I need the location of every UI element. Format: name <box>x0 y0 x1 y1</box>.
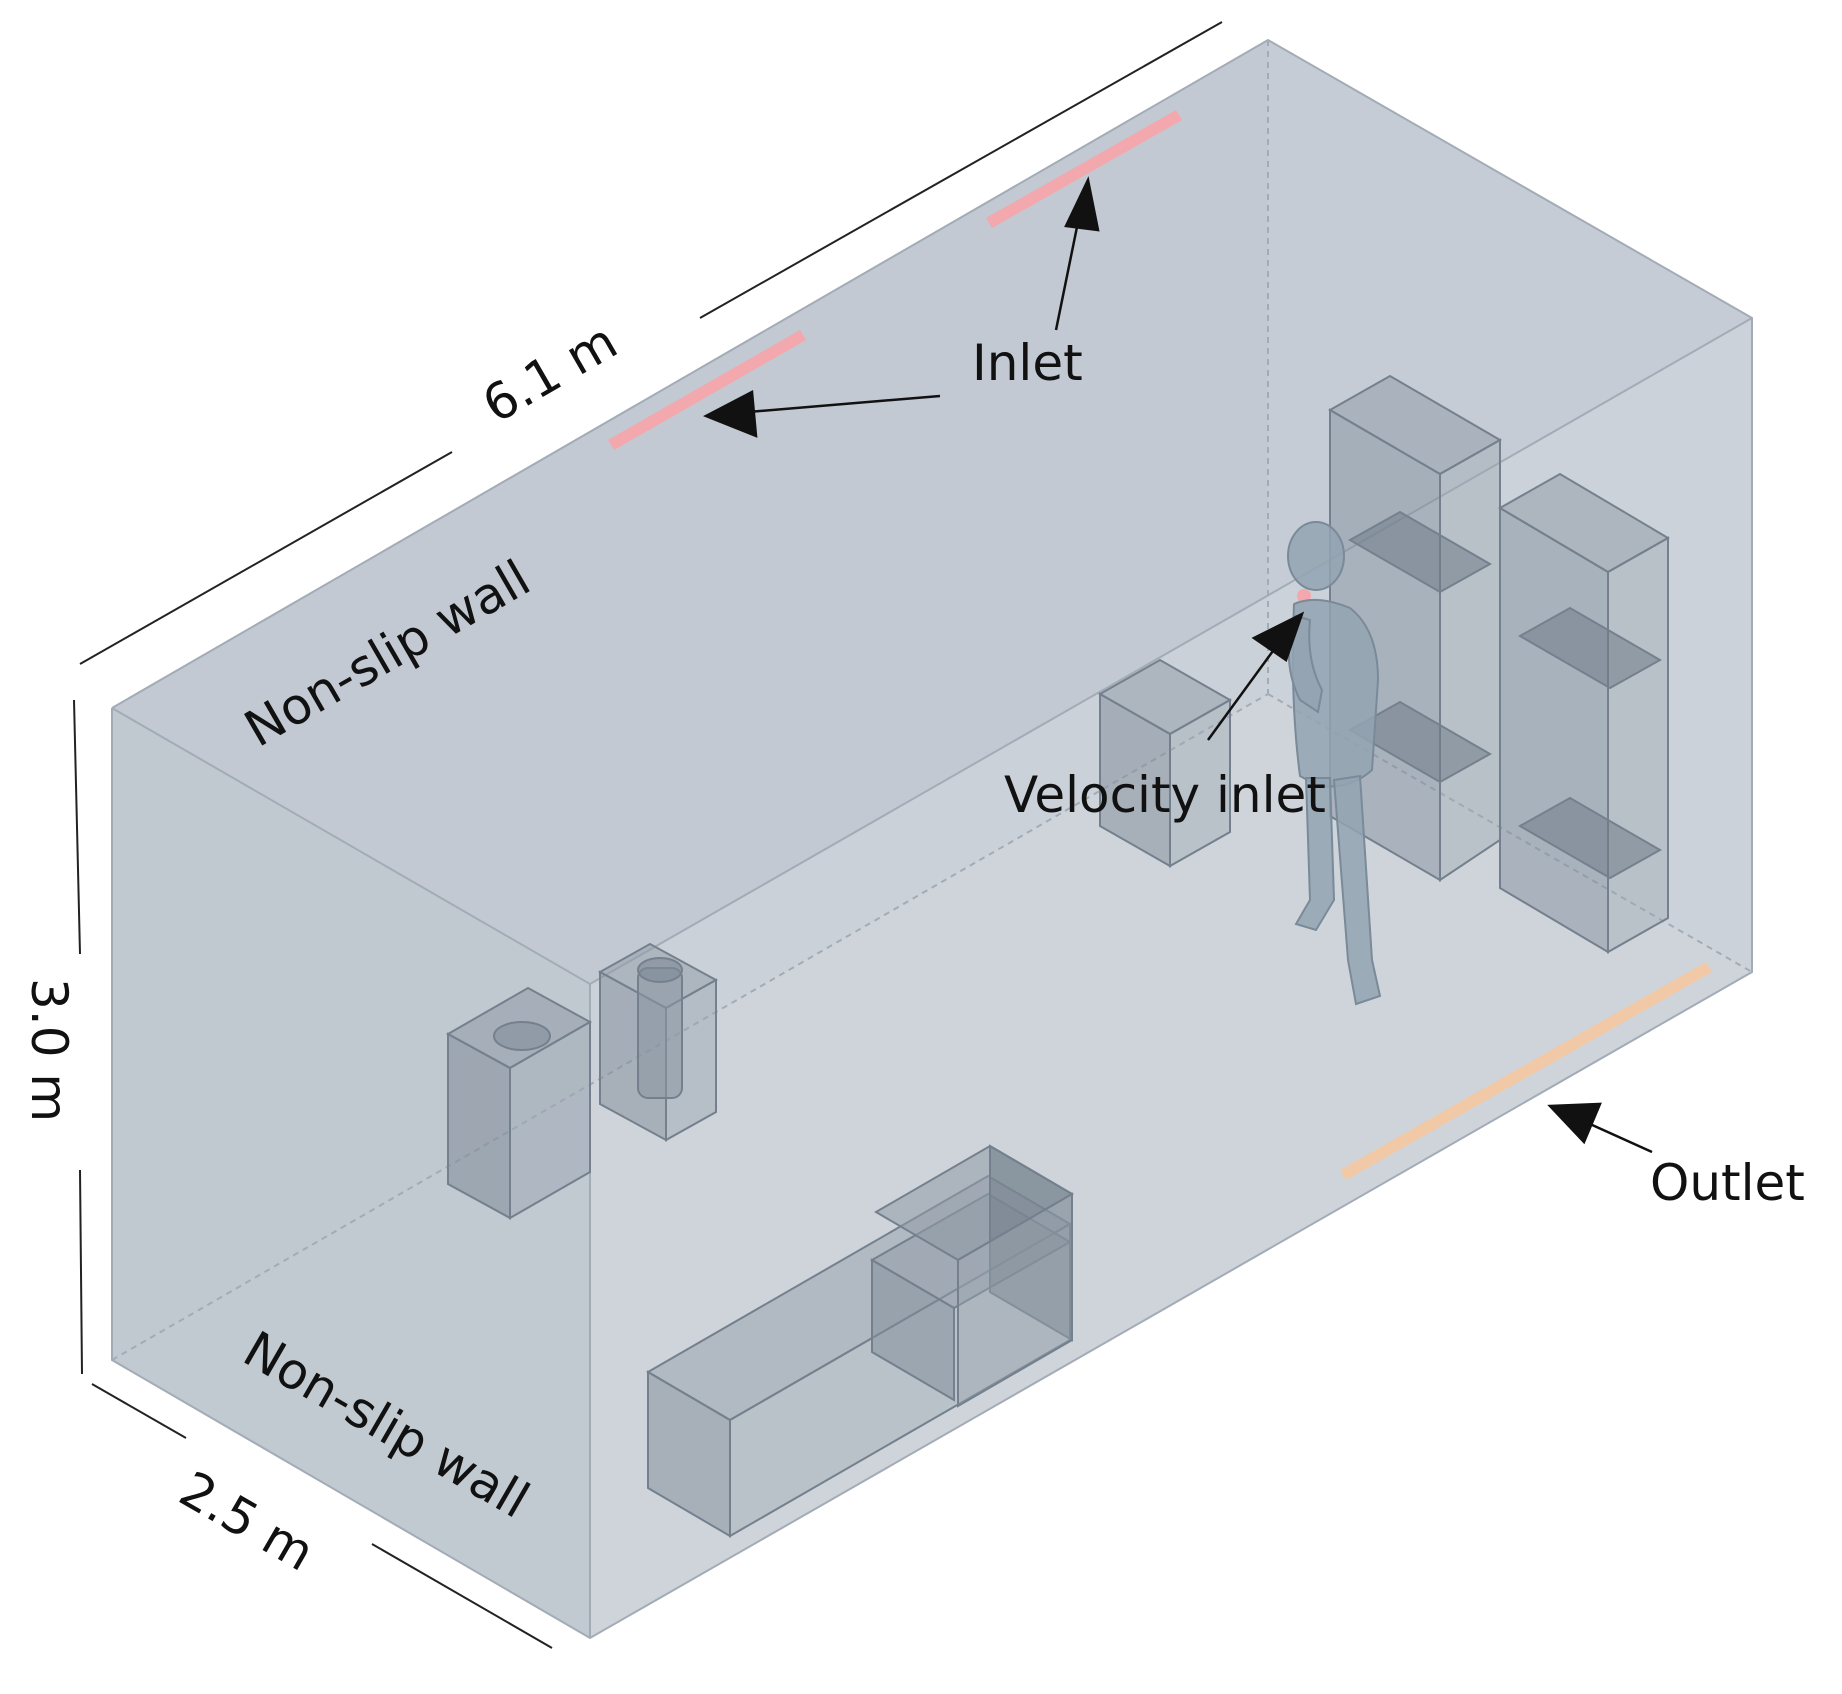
dim-label-width: 2.5 m <box>170 1460 324 1582</box>
label-velocity-inlet: Velocity inlet <box>1004 766 1326 824</box>
room-front-wall <box>112 708 590 1638</box>
ceiling-inlets <box>608 110 1182 450</box>
arrow-outlet-shaft <box>1589 1122 1653 1154</box>
dim-line-length-a <box>79 451 453 665</box>
basin-cabinet <box>445 986 593 1220</box>
side-cabinet <box>1097 658 1233 868</box>
arrow-velocity-shaft <box>1206 643 1280 741</box>
dim-label-length: 6.1 m <box>473 312 627 434</box>
inlet-vent-2 <box>986 110 1182 228</box>
arrow-outlet-head <box>1547 1102 1602 1145</box>
person-leg-left <box>1294 777 1336 932</box>
person-head <box>1287 521 1345 591</box>
dim-line-height-b <box>79 1169 83 1375</box>
dimension-lines <box>73 21 1223 1649</box>
dim-line-width-b <box>371 1543 553 1649</box>
cylinder <box>637 967 683 1099</box>
label-inlet: Inlet <box>972 334 1083 392</box>
dim-line-length-b <box>699 21 1223 319</box>
desk-unit <box>646 1144 1074 1538</box>
inlet-vent-1 <box>608 330 806 450</box>
human-figure <box>1287 521 1382 1006</box>
person-leg-right <box>1332 774 1382 1006</box>
room-edge-floor-left <box>111 693 1269 1361</box>
label-outlet: Outlet <box>1650 1154 1805 1212</box>
annotation-arrows <box>703 176 1653 1154</box>
basin-bowl <box>493 1021 551 1051</box>
dim-line-width-a <box>91 1383 187 1439</box>
cylinder-cabinet <box>597 942 719 1142</box>
arrow-inlet-2-head <box>1064 176 1100 232</box>
arrow-inlet-1-shaft <box>747 394 941 414</box>
arrow-inlet-2-shaft <box>1054 221 1080 331</box>
dim-line-height-a <box>73 699 81 955</box>
outlet-vent <box>1340 962 1712 1180</box>
dim-label-height: 3.0 m <box>20 978 78 1122</box>
arrow-inlet-1-head <box>703 390 758 438</box>
person-torso <box>1291 598 1380 788</box>
room-box <box>111 38 1753 1640</box>
arrow-velocity-head <box>1251 611 1305 662</box>
